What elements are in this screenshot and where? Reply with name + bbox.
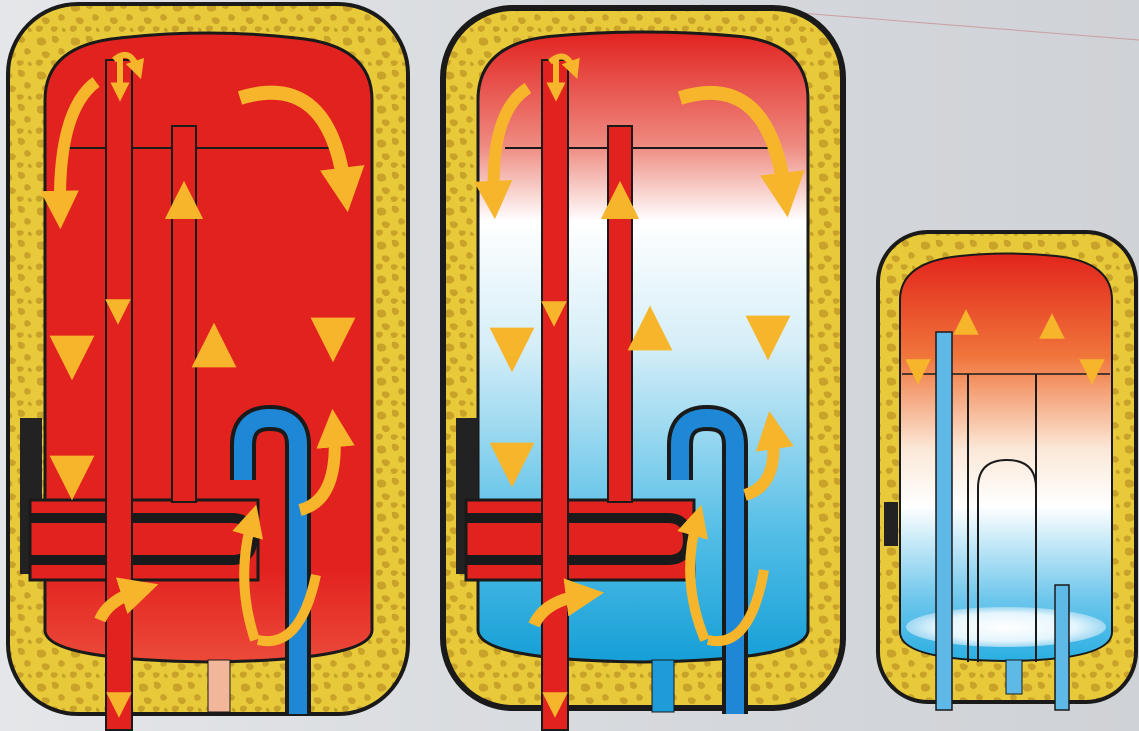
tank-3-inner-vessel	[900, 254, 1112, 662]
hot-outlet-pipe-icon	[542, 60, 568, 730]
tank-1-fully-heated	[8, 4, 408, 730]
heating-element-icon	[466, 500, 694, 580]
heating-element-icon	[30, 500, 258, 580]
tank-1-drain-pipe	[208, 660, 230, 712]
tank-3-heater-bracket	[884, 502, 898, 546]
tank-3-drain-pipe	[1006, 660, 1022, 694]
tank-2-anode-pipe	[608, 126, 632, 502]
tank-2-drain-pipe	[652, 660, 674, 712]
cold-inlet-pipe-icon	[1055, 585, 1069, 710]
hot-outlet-pipe-icon	[936, 332, 952, 710]
tank-3-cold-hot-top	[878, 232, 1136, 710]
tank-2-stratified	[443, 8, 843, 730]
tank-1-anode-pipe	[172, 126, 196, 502]
hot-outlet-pipe-icon	[106, 60, 132, 730]
